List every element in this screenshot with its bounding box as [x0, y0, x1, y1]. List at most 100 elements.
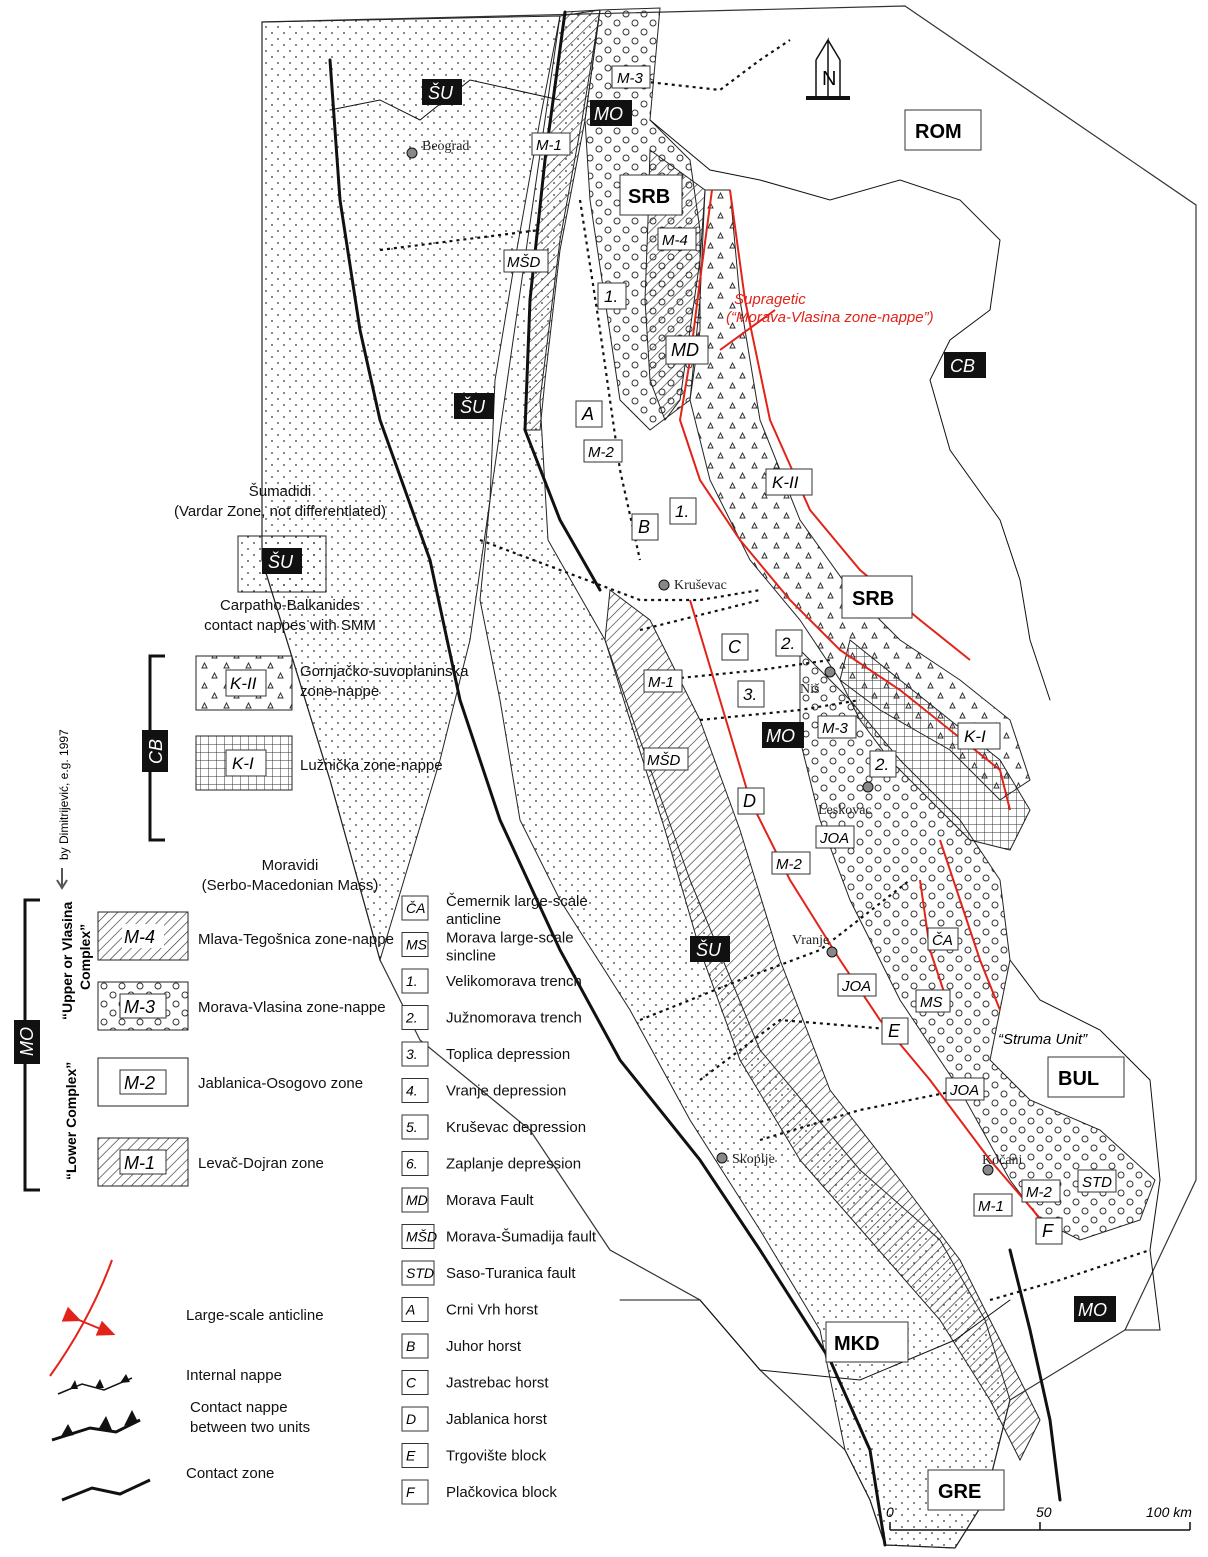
dashed-m1: [659, 658, 831, 682]
abbr-code: 6.: [406, 1156, 418, 1172]
unit-m2-north: M-2: [588, 444, 614, 461]
river-line: [329, 79, 561, 121]
unit-m1-north: M-1: [536, 137, 562, 154]
unit-su-north: ŠU: [428, 82, 454, 103]
country-rom: ROM: [915, 121, 962, 143]
legend-moravidi-title: Moravidi: [262, 857, 319, 874]
abbr-code: D: [406, 1411, 416, 1427]
abbr-text: Jastrebac horst: [446, 1375, 549, 1392]
vardar-zone-west: [261, 15, 561, 962]
legend-kii-box: K-II: [230, 674, 257, 693]
unit-su-mid: ŠU: [460, 396, 486, 417]
unit-m1-south: M-1: [978, 1198, 1004, 1215]
legend-sumadidi-subtitle: (Vardar Zone, not differentiated): [174, 503, 386, 520]
k1-zone: [839, 639, 1031, 851]
abbr-row: 2.Južnomorava trench: [401, 1005, 582, 1030]
legend-cb-title: Carpatho-Balkanides: [220, 597, 360, 614]
unit-m3-north: M-3: [617, 70, 643, 87]
legend-kii-text-2: zone-nappe: [300, 683, 379, 700]
unit-b: B: [638, 517, 650, 537]
unit-3: 3.: [743, 685, 757, 704]
abbr-row: 3.Toplica depression: [401, 1041, 570, 1067]
scale-0: 0: [886, 1504, 894, 1520]
country-labels: ROM SRB SRB BUL MKD GRE: [619, 109, 1125, 1511]
abbr-code: STD: [406, 1265, 434, 1281]
legend-contact-nappe-text-2: between two units: [190, 1419, 310, 1436]
abbr-text: Čemernik large-scale: [446, 893, 588, 910]
dashed-3: [699, 698, 861, 722]
abbr-row: 6. Zaplanje depression: [401, 1151, 581, 1176]
unit-ms: MS: [920, 994, 943, 1011]
country-bul: BUL: [1058, 1068, 1099, 1090]
scale-bar: 0 50 100 km: [886, 1504, 1192, 1531]
abbr-text: Zaplanje depression: [446, 1156, 581, 1173]
supragetic-sub-label: (“Morava-Vlasina zone-nappe”): [726, 309, 934, 326]
abbr-code: MD: [406, 1192, 428, 1208]
legend-m4-text: Mlava-Tegošnica zone-nappe: [198, 931, 394, 948]
unit-2-south: 2.: [874, 755, 889, 774]
legend-sumadidi-title: Šumadidi: [249, 483, 312, 500]
contact-zone-kocani: [1008, 1248, 1062, 1502]
unit-mo-south: MO: [1078, 1300, 1107, 1320]
abbr-text: Vranje depression: [446, 1083, 566, 1100]
abbr-code: 4.: [406, 1083, 418, 1099]
legend-kii-text: Gornjačko-suvoplaninska: [300, 663, 469, 680]
m4-zone: [644, 149, 706, 422]
north-arrow: N: [806, 37, 850, 100]
legend-anticline-symbol: [49, 1259, 113, 1377]
dashed-c: [639, 598, 761, 632]
legend-upper-complex-2: Complex”: [77, 924, 93, 990]
border-north: [649, 119, 1051, 701]
dashed-f: [989, 1248, 1151, 1302]
abbr-text-2: sincline: [446, 948, 496, 965]
legend-lower-complex: “Lower Complex”: [63, 1062, 79, 1180]
unit-su-south: ŠU: [696, 939, 722, 960]
dashed-trench: [578, 199, 642, 561]
legend-m3-text: Morava-Vlasina zone-nappe: [198, 999, 386, 1016]
anticline-main: [689, 599, 1051, 1231]
abbr-code: F: [406, 1484, 416, 1500]
unit-m4: M-4: [662, 232, 688, 249]
unit-kii: K-II: [772, 473, 799, 492]
unit-msd-south: MŠD: [647, 752, 681, 769]
unit-m2-mid: M-2: [776, 856, 802, 873]
abbr-text: Juhor horst: [446, 1338, 522, 1355]
abbr-text-2: anticline: [446, 911, 501, 928]
unit-mo-north: MO: [594, 104, 623, 124]
abbr-text: Plačkovica block: [446, 1484, 557, 1501]
abbr-code: 3.: [406, 1046, 418, 1062]
legend-contact-nappe-text: Contact nappe: [190, 1399, 288, 1416]
unit-mo-mid: MO: [766, 726, 795, 746]
cities: Beograd Kruševac Niš Leskovac Vranje Sko…: [406, 139, 1023, 1176]
unit-msd-north: MŠD: [507, 254, 541, 271]
legend-m1-text: Levač-Dojran zone: [198, 1155, 324, 1172]
dashed-beograd: [379, 228, 541, 252]
legend-m2-box: M-2: [124, 1073, 155, 1093]
abbr-code: E: [406, 1448, 416, 1464]
legend-cb-subtitle: contact nappes with SMM: [204, 617, 376, 634]
abbr-text: Jablanica horst: [446, 1411, 548, 1428]
country-srb-north: SRB: [628, 186, 670, 208]
supragetic-thrust: [729, 189, 971, 661]
abbr-text: Crni Vrh horst: [446, 1302, 539, 1319]
legend-author: by Dimitrijević, e.g. 1997: [57, 729, 71, 860]
abbr-code: ČA: [406, 900, 425, 916]
scale-100: 100 km: [1146, 1504, 1192, 1520]
legend-contact-zone-text: Contact zone: [186, 1465, 274, 1482]
border-south-bul: [1009, 959, 1161, 1331]
legend-contact-zone-symbol: [61, 1478, 151, 1502]
unit-joa-mid: JOA: [841, 978, 871, 995]
abbr-text: Morava large-scale: [446, 930, 574, 947]
dashed-krusevac: [479, 538, 761, 602]
supragetic-label: Supragetic: [734, 291, 806, 308]
legend-m3-box: M-3: [124, 997, 155, 1017]
unit-m1-mid: M-1: [648, 674, 674, 691]
city-beograd: Beograd: [422, 139, 469, 154]
abbr-row: D Jablanica horst: [401, 1406, 548, 1432]
north-label: N: [822, 68, 836, 90]
